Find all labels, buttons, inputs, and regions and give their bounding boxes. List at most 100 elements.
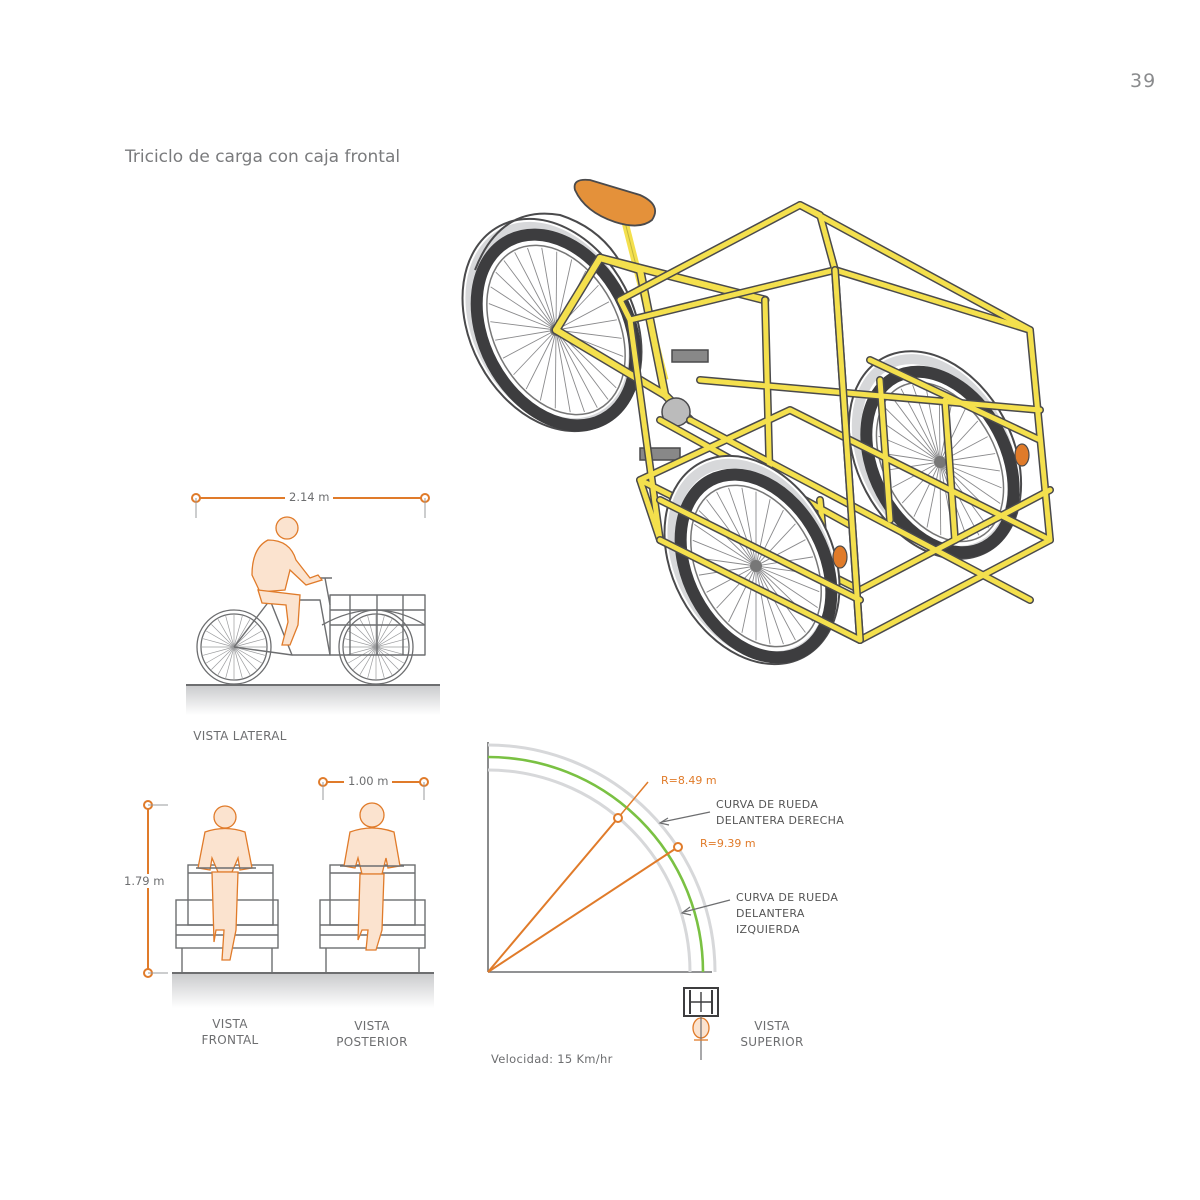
wheel-spoke [755,499,771,567]
wheel-spoke [217,619,235,648]
label-vista-lateral: VISTA LATERAL [193,729,287,743]
wheel-spoke [716,565,757,609]
wheel-spoke [694,524,757,567]
wheel-spoke [554,329,557,409]
wheel-spoke [211,624,235,648]
wheel-spoke [555,329,609,400]
label-vista-superior: VISTA SUPERIOR [740,1019,804,1049]
wheel-spoke [375,646,399,670]
wheel-spoke [488,303,557,331]
wheel-spoke [878,435,941,463]
wheel-spoke [755,565,796,641]
wheel-spoke [233,630,262,648]
wheel-spoke [353,624,377,648]
wheel-spoke [375,638,408,648]
rider-rear [343,802,401,951]
label-vista-frontal: VISTA FRONTAL [201,1017,259,1047]
wheel-spoke [879,420,941,463]
wheel-spoke [884,461,941,471]
wheel-spoke [206,630,235,648]
wheel-spoke [495,271,557,331]
wheel-spoke [728,565,757,623]
wheel-spoke [755,565,818,608]
wheel-spoke [555,329,598,408]
wheel-spoke [233,646,243,679]
front-left-wheel [663,454,848,666]
wheel-spoke [741,565,757,633]
wheel-spoke [495,329,557,341]
wheel-spoke [375,646,393,675]
speed-label: Velocidad: 15 Km/hr [491,1052,613,1066]
wheel-spoke [541,247,557,331]
wheel-spoke [527,247,557,331]
wheel-spoke [880,452,941,463]
green-wheel-curve [487,755,705,973]
wheel-spoke [755,565,784,645]
wheel-spoke [755,565,771,645]
radius-right-label: R=8.49 m [661,774,717,787]
wheel-spoke [555,329,571,413]
top-view-trike [683,987,719,1060]
wheel-spoke [375,646,408,656]
page-title: Triciclo de carga con caja frontal [125,147,401,167]
curve-right-label: CURVA DE RUEDA DELANTERA DERECHA [716,798,845,827]
wheel-spoke [692,539,757,567]
wheel-spoke [375,624,399,648]
wheel-spoke [891,395,941,463]
wheel-spoke [755,509,784,567]
wheel-spoke [755,523,796,567]
wheel-spoke [490,321,557,331]
wheel-spoke [716,491,757,567]
wheel-spoke [375,619,393,648]
wheel-spoke [502,329,557,359]
wheel-spoke [490,286,557,331]
wheel-spoke [359,619,377,648]
rider-side [251,516,324,646]
wheel-spoke [233,646,262,664]
wheel-spoke [513,329,557,376]
wheel-spoke [728,487,757,567]
wheel-spoke [353,646,377,670]
wheel-spoke [883,406,941,463]
wheel-spoke [233,615,243,648]
wheel-spoke [233,646,251,675]
side-wheels [196,609,426,685]
wheel-spoke [202,638,235,648]
wheel-spoke [939,407,967,463]
wheel-spoke [555,301,610,331]
wheel-spoke [755,565,820,593]
wheel-spoke [233,624,257,648]
wheel-spoke [901,461,941,504]
wheel-spoke [755,539,806,567]
page-number: 39 [1130,70,1157,92]
wheel-spoke [225,646,235,679]
wheel-spoke [514,252,557,331]
label-vista-posterior: VISTA POSTERIOR [336,1019,408,1049]
wheel-spoke [233,646,257,670]
wheel-spoke [555,319,617,331]
wheel-spoke [202,646,235,656]
wheel-spoke [503,260,557,331]
wheel-spoke [939,461,942,536]
wheel-spoke [211,646,235,670]
wheel-spoke [741,487,757,567]
wheel-spoke [525,329,557,390]
wheel-spoke [206,646,235,664]
wheel-spoke [348,630,377,648]
wheel-spoke [555,251,558,331]
radius-left-label: R=9.39 m [700,837,756,850]
wheel-spoke [539,329,557,401]
wheel-spoke [233,638,266,648]
wheel-spoke [926,461,941,528]
wheel-spoke [913,461,941,517]
wheel-spoke [375,630,404,648]
length-dimension: 2.14 m [285,490,334,504]
rider-front [197,805,253,961]
wheel-spoke [359,646,377,675]
curve-left-label: CURVA DE RUEDA DELANTERA IZQUIERDA [736,891,839,936]
width-dimension: 1.00 m [344,774,393,788]
